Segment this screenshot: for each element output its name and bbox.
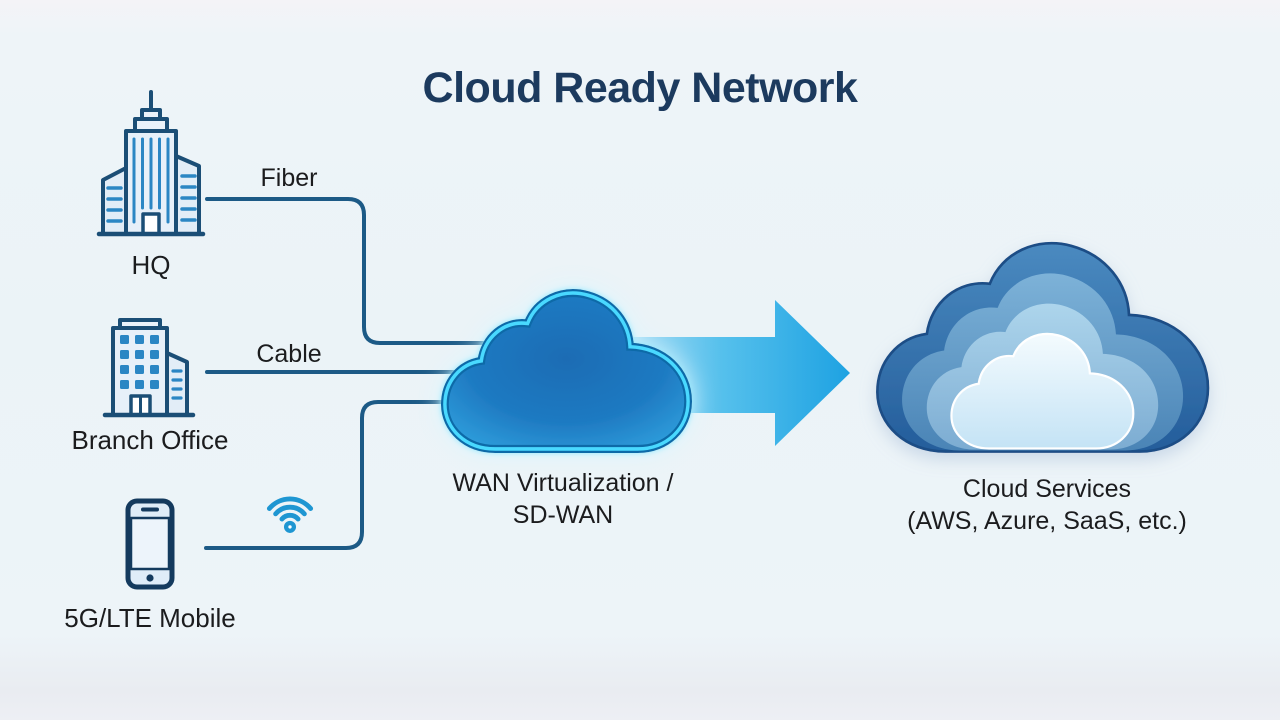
- skyscraper-building-icon: [96, 90, 206, 237]
- branch-office-label: Branch Office: [71, 425, 229, 455]
- sdwan-hub-label-line2: SD-WAN: [512, 501, 614, 529]
- sdwan-hub-label-line1: WAN Virtualization /: [452, 469, 674, 497]
- diagram-title: Cloud Ready Network: [422, 64, 858, 112]
- smartphone-icon: [125, 498, 175, 590]
- cloud-services-label: Cloud Services (AWS, Azure, SaaS, etc.): [907, 473, 1187, 537]
- wireless-line: [204, 400, 502, 550]
- cloud-services-label-line2: (AWS, Azure, SaaS, etc.): [907, 507, 1187, 535]
- fiber-link-label: Fiber: [260, 164, 318, 192]
- cable-link-label: Cable: [256, 340, 322, 368]
- sdwan-hub-label: WAN Virtualization / SD-WAN: [453, 467, 674, 531]
- wifi-icon: [266, 496, 314, 533]
- office-building-icon: [102, 318, 196, 418]
- glowing-cloud-icon: [440, 289, 693, 453]
- hq-label: HQ: [131, 250, 171, 280]
- mobile-label: 5G/LTE Mobile: [64, 603, 236, 633]
- layered-cloud-icon: [876, 241, 1210, 453]
- cloud-services-label-line1: Cloud Services: [962, 475, 1132, 503]
- fiber-line: [205, 197, 502, 345]
